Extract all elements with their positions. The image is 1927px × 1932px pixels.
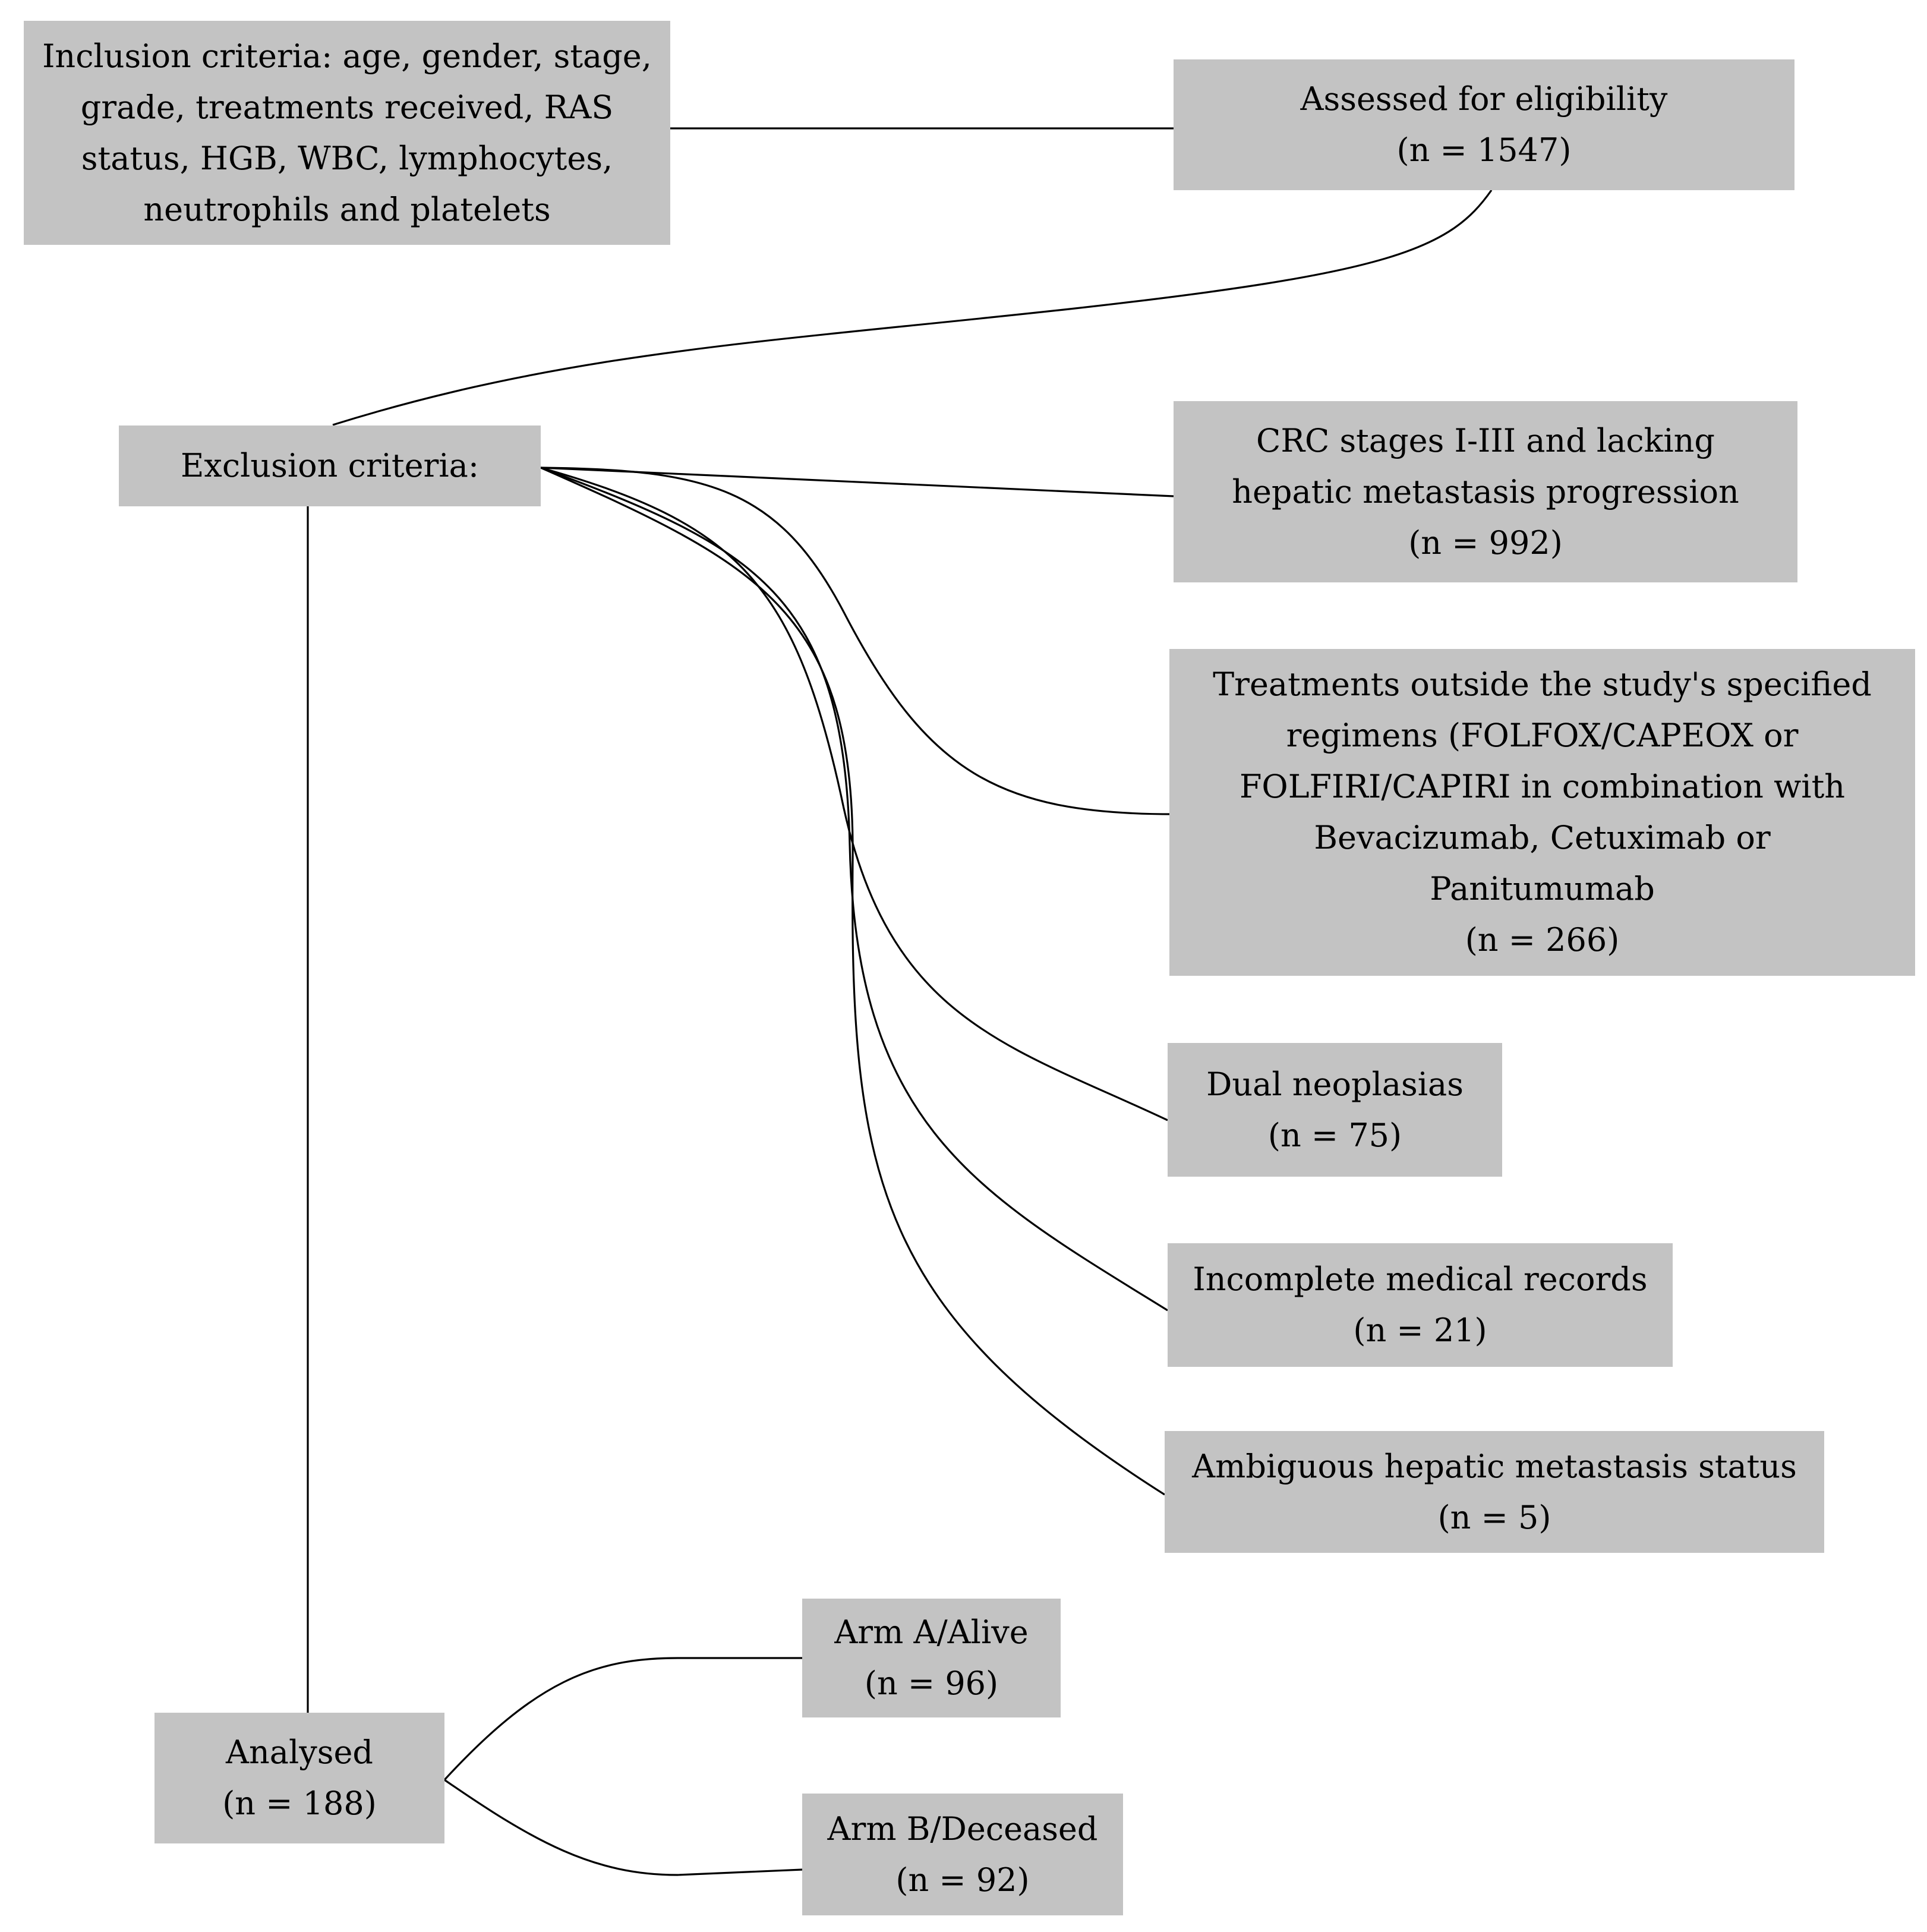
exclusion-treatments-box: Treatments outside the study's specified… [1169, 649, 1915, 976]
exclusion-treatments-line: FOLFIRI/CAPIRI in combination with [1239, 768, 1846, 805]
exclusion-crc-line: CRC stages I-III and lacking [1256, 421, 1715, 459]
exclusion-dual-box: Dual neoplasias (n = 75) [1168, 1043, 1502, 1177]
arm-b-count: (n = 92) [895, 1861, 1030, 1899]
arm-b-label: Arm B/Deceased [827, 1810, 1098, 1848]
exclusion-criteria-label: Exclusion criteria: [180, 447, 480, 484]
arm-a-count: (n = 96) [864, 1665, 999, 1702]
exclusion-treatments-line: Bevacizumab, Cetuximab or [1314, 819, 1771, 856]
exclusion-criteria-box: Exclusion criteria: [119, 426, 541, 506]
exclusion-ambiguous-count: (n = 5) [1437, 1498, 1551, 1536]
exclusion-treatments-line: Treatments outside the study's specified [1213, 666, 1872, 703]
arm-a-label: Arm A/Alive [834, 1613, 1029, 1651]
connector-exclusion-ambiguous [540, 467, 1165, 1496]
arm-b-box: Arm B/Deceased (n = 92) [802, 1794, 1123, 1915]
exclusion-crc-line: hepatic metastasis progression [1232, 472, 1739, 510]
exclusion-incomplete-label: Incomplete medical records [1193, 1260, 1648, 1298]
connector-exclusion-incomplete [540, 467, 1168, 1312]
exclusion-crc-count: (n = 992) [1408, 524, 1563, 562]
analysed-count: (n = 188) [222, 1785, 377, 1822]
connector-analysed-arm-a [443, 1657, 802, 1781]
connector-assessed-exclusion [332, 190, 1493, 426]
exclusion-treatments-line: regimens (FOLFOX/CAPEOX or [1286, 717, 1799, 754]
exclusion-dual-label: Dual neoplasias [1206, 1065, 1464, 1103]
exclusion-ambiguous-box: Ambiguous hepatic metastasis status (n =… [1165, 1431, 1824, 1553]
analysed-label: Analysed [226, 1734, 373, 1771]
inclusion-criteria-line: Inclusion criteria: age, gender, stage, [42, 37, 652, 75]
inclusion-criteria-line: grade, treatments received, RAS [80, 88, 614, 126]
inclusion-criteria-line: status, HGB, WBC, lymphocytes, [81, 139, 613, 177]
exclusion-crc-box: CRC stages I-III and lacking hepatic met… [1174, 401, 1797, 582]
assessed-count: (n = 1547) [1396, 131, 1572, 169]
exclusion-incomplete-count: (n = 21) [1353, 1312, 1487, 1349]
assessed-label: Assessed for eligibility [1300, 80, 1668, 118]
inclusion-criteria-box: Inclusion criteria: age, gender, stage, … [24, 21, 670, 245]
analysed-box: Analysed (n = 188) [154, 1713, 444, 1843]
inclusion-criteria-line: neutrophils and platelets [143, 190, 551, 228]
connector-analysed-arm-b [444, 1779, 803, 1876]
exclusion-treatments-line: Panitumumab [1430, 870, 1655, 907]
connector-exclusion-dual [540, 467, 1168, 1121]
exclusion-dual-count: (n = 75) [1267, 1116, 1402, 1154]
exclusion-treatments-count: (n = 266) [1465, 921, 1620, 959]
assessed-box: Assessed for eligibility (n = 1547) [1174, 59, 1794, 190]
exclusion-ambiguous-label: Ambiguous hepatic metastasis status [1192, 1447, 1797, 1485]
arm-a-box: Arm A/Alive (n = 96) [802, 1599, 1061, 1717]
connector-exclusion-treatments [540, 467, 1174, 815]
exclusion-incomplete-box: Incomplete medical records (n = 21) [1168, 1243, 1673, 1367]
